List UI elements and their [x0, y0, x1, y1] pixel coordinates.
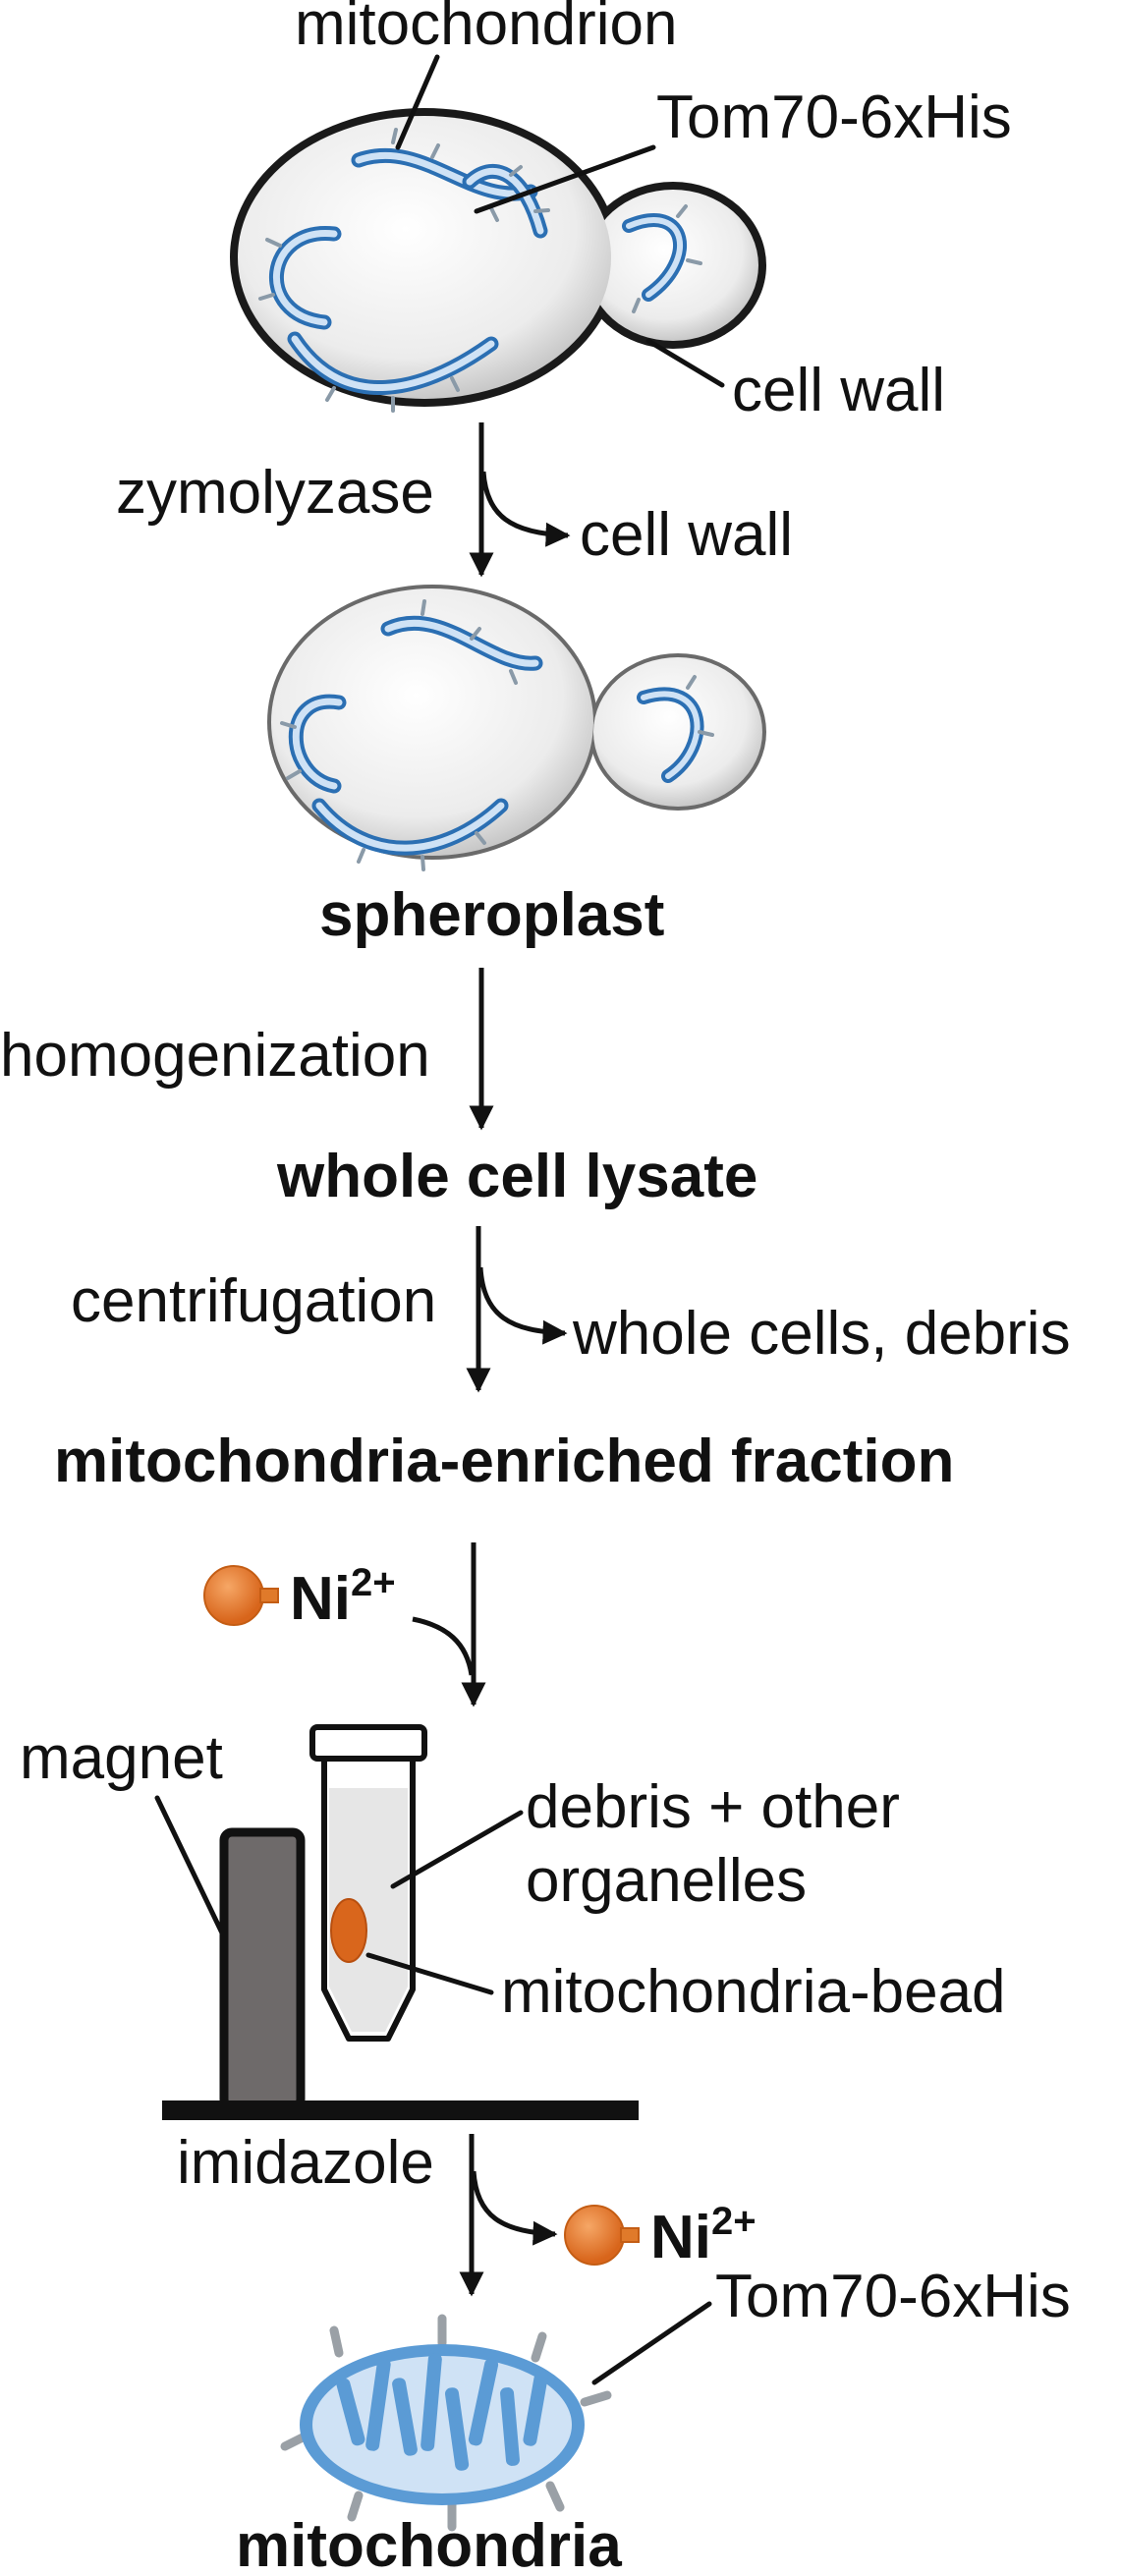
tube-icon [309, 1724, 427, 2042]
label-centrifugation: centrifugation [71, 1267, 436, 1335]
isolated-mitochondrion [280, 2314, 612, 2532]
label-cell-wall: cell wall [732, 357, 945, 424]
mitochondria-bead-pellet [330, 1898, 367, 1963]
spheroplast-cell [267, 585, 766, 871]
arrow-branch-ni-release [471, 2170, 558, 2246]
label-mitochondria: mitochondria [236, 2512, 622, 2576]
label-mito-bead: mitochondria-bead [501, 1958, 1006, 2026]
label-mito-enriched: mitochondria-enriched fraction [54, 1428, 954, 1495]
label-debris-line1: debris + other [526, 1773, 900, 1841]
magnet-stand-base [162, 2100, 639, 2120]
label-whole-cell-lysate: whole cell lysate [276, 1143, 757, 1210]
magnet-icon [219, 1827, 306, 2112]
label-whole-cells-debris: whole cells, debris [572, 1300, 1071, 1368]
label-ni: Ni2+ [290, 1561, 396, 1633]
label-imidazole: imidazole [177, 2129, 434, 2197]
label-tom70-top: Tom70-6xHis [656, 84, 1012, 151]
leader-magnet [154, 1795, 231, 1948]
leader-debris [390, 1810, 524, 1889]
tom70-receptors-bottom [280, 2314, 612, 2532]
leader-tom70-bottom [591, 2301, 712, 2385]
cristae [336, 2353, 548, 2471]
arrow-branch-debris [477, 1266, 568, 1345]
label-spheroplast: spheroplast [319, 881, 664, 949]
label-zymolyzase: zymolyzase [116, 459, 434, 527]
label-magnet: magnet [20, 1724, 223, 1792]
leader-mito-bead [365, 1952, 494, 1995]
tube-cap [309, 1724, 427, 1762]
yeast-cell [230, 108, 766, 413]
label-cell-wall-removed: cell wall [580, 501, 793, 569]
leader-tom70-top [474, 144, 656, 214]
mitochondria-network [258, 128, 702, 413]
label-debris-line2: organelles [526, 1847, 807, 1915]
leader-mitochondrion [395, 54, 440, 150]
label-ni-released: Ni2+ [650, 2200, 757, 2271]
arrow-branch-cell-wall [480, 471, 571, 547]
nickel-bead-icon-released [564, 2205, 640, 2266]
leader-cell-wall [645, 338, 725, 388]
label-homogenization: homogenization [0, 1022, 430, 1090]
label-tom70-bottom: Tom70-6xHis [715, 2263, 1071, 2330]
tom70-receptors [258, 128, 702, 413]
nickel-bead-icon [203, 1565, 279, 1626]
label-mitochondrion: mitochondrion [295, 0, 677, 58]
arrow-merge-ni [412, 1616, 475, 1676]
spheroplast-mitochondria [280, 599, 714, 871]
